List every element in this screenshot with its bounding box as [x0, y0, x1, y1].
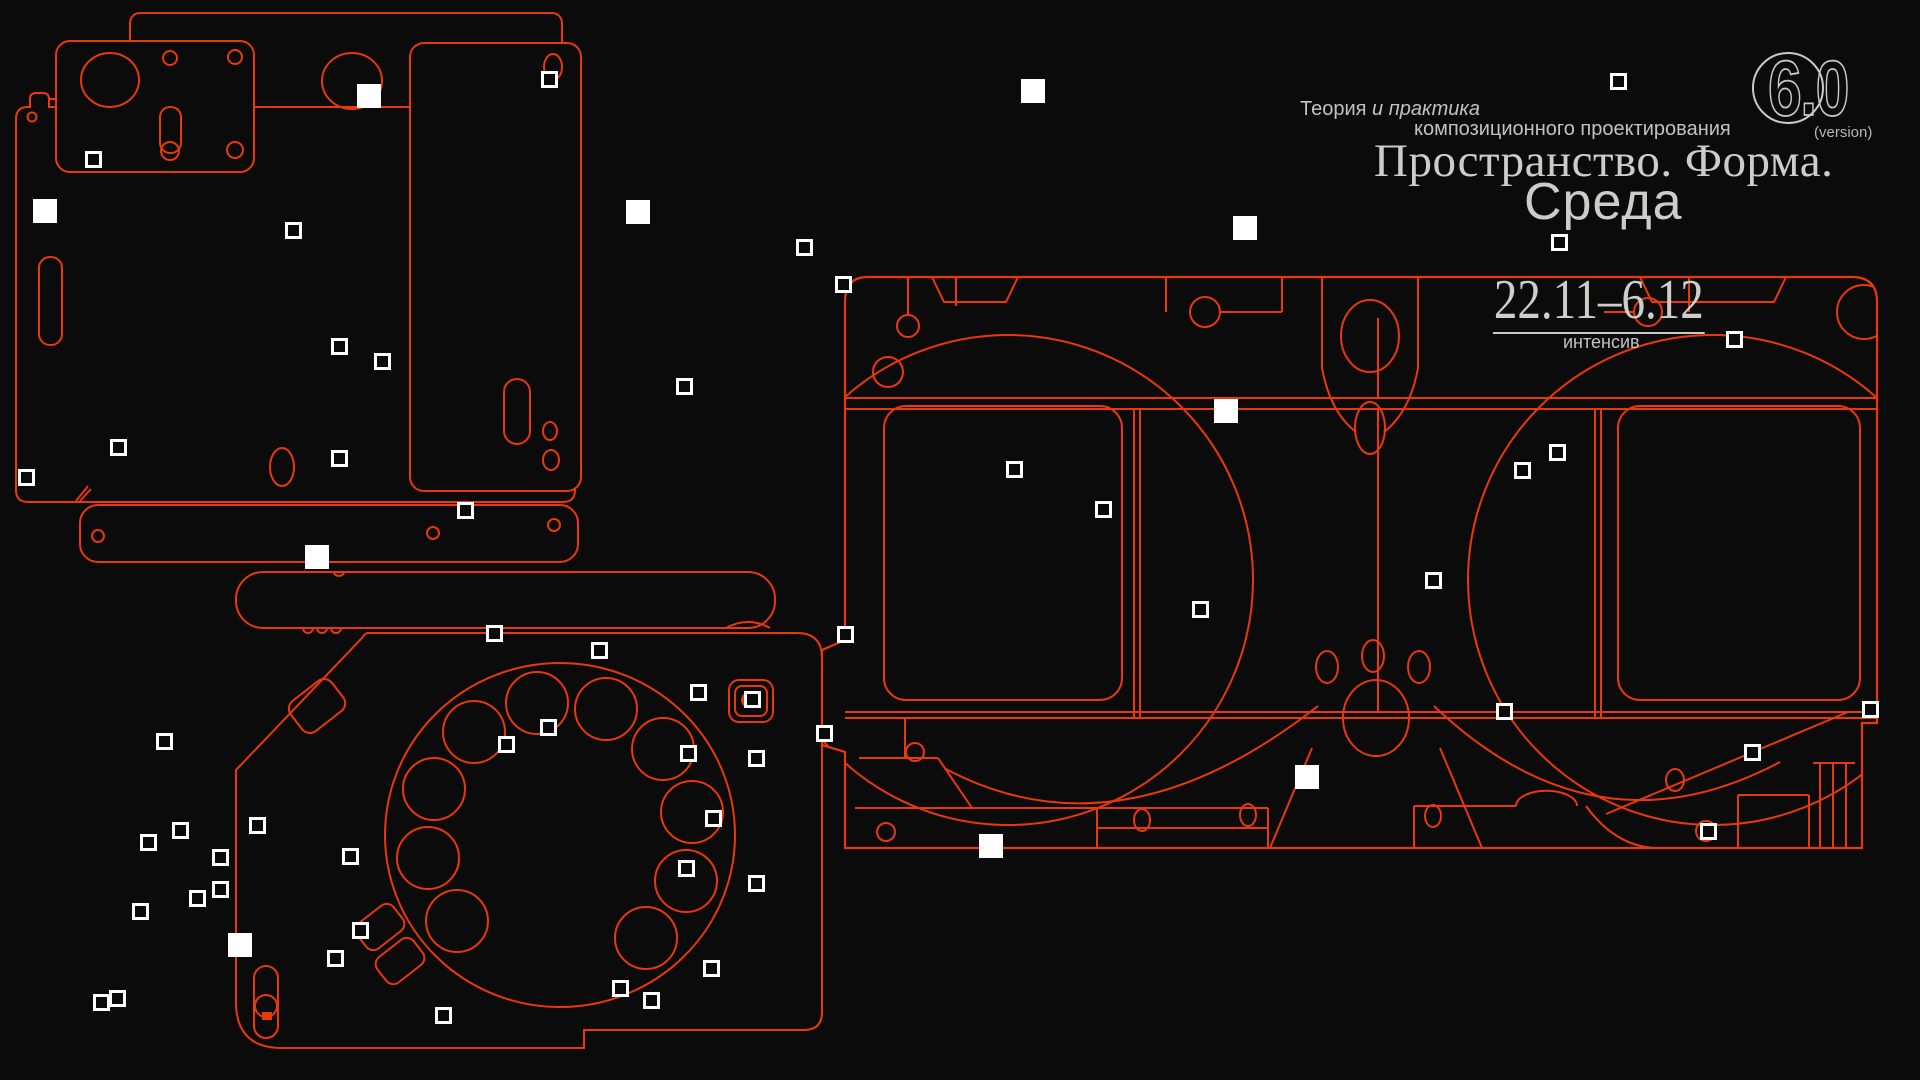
outline-square — [612, 980, 629, 997]
outline-square — [690, 684, 707, 701]
outline-square — [331, 450, 348, 467]
outline-square — [1700, 823, 1717, 840]
outline-square — [1744, 744, 1761, 761]
lower-pad-icon — [354, 902, 406, 952]
outline-square — [109, 990, 126, 1007]
outline-square — [835, 276, 852, 293]
outline-square — [85, 151, 102, 168]
outline-square — [676, 378, 693, 395]
outline-square — [327, 950, 344, 967]
outline-square — [457, 502, 474, 519]
outline-square — [435, 1007, 452, 1024]
poster-title-line1: Пространство. Форма. — [1374, 135, 1834, 187]
white-square — [228, 933, 252, 957]
white-square — [979, 834, 1003, 858]
outline-square — [374, 353, 391, 370]
white-square — [1214, 399, 1238, 423]
outline-square — [331, 338, 348, 355]
outline-square — [249, 817, 266, 834]
outline-square — [1006, 461, 1023, 478]
outline-square — [352, 922, 369, 939]
outline-square — [680, 745, 697, 762]
badge-number: 6.0 — [1768, 45, 1848, 132]
slim-strip-outline-icon — [235, 571, 776, 634]
dial-disc-icon — [384, 662, 736, 1008]
badge-circle-icon — [1752, 52, 1824, 124]
tagline-regular: Теория — [1300, 98, 1373, 120]
white-square — [357, 84, 381, 108]
outline-square — [541, 71, 558, 88]
outline-square — [748, 750, 765, 767]
cassette-internals-icon — [822, 277, 1877, 848]
white-square — [626, 200, 650, 224]
outline-square — [110, 439, 127, 456]
outline-square — [498, 736, 515, 753]
cassette-shell-drawing — [820, 275, 1879, 850]
outline-square — [285, 222, 302, 239]
outline-square — [1095, 501, 1112, 518]
outline-square — [1192, 601, 1209, 618]
outline-square — [705, 810, 722, 827]
tagline-line1: Теория и практика — [1300, 99, 1480, 119]
outline-square — [156, 733, 173, 750]
outline-square — [1514, 462, 1531, 479]
tagline-line2: композиционного проектирования — [1414, 118, 1731, 140]
outline-square — [1549, 444, 1566, 461]
outline-square — [744, 691, 761, 708]
outline-square — [1425, 572, 1442, 589]
tagline-italic: и практика — [1372, 98, 1480, 120]
rotary-dial-plate-drawing — [235, 632, 823, 1049]
outline-square — [132, 903, 149, 920]
outline-square — [1496, 703, 1513, 720]
loose-hole-icon — [321, 52, 383, 110]
tall-plate-outline-icon — [409, 42, 582, 492]
outline-square — [796, 239, 813, 256]
outline-square — [93, 994, 110, 1011]
outline-square — [816, 725, 833, 742]
outline-square — [703, 960, 720, 977]
white-square — [1233, 216, 1257, 240]
dates-range: 22.11–6.12 — [1493, 272, 1705, 334]
outline-square — [1610, 73, 1627, 90]
small-plate-outline-icon — [55, 40, 255, 173]
outline-square — [678, 860, 695, 877]
version-badge: 6.0 — [1752, 44, 1850, 133]
outline-square — [212, 881, 229, 898]
poster-title-line2: Среда — [1524, 173, 1683, 231]
bracket-strip-outline-icon — [79, 504, 579, 563]
dates-caption: интенсив — [1563, 332, 1640, 352]
outline-square — [1862, 701, 1879, 718]
outline-square — [643, 992, 660, 1009]
corner-pad-icon — [287, 678, 347, 734]
outline-square — [212, 849, 229, 866]
outline-square — [1726, 331, 1743, 348]
outline-square — [1551, 234, 1568, 251]
outline-square — [591, 642, 608, 659]
version-caption: (version) — [1814, 124, 1873, 141]
outline-square — [486, 625, 503, 642]
white-square — [1295, 765, 1319, 789]
outline-square — [140, 834, 157, 851]
phone-parts-drawing — [15, 12, 823, 1049]
dial-finger-holes-icon — [396, 671, 724, 970]
outline-square — [172, 822, 189, 839]
lower-pad-icon — [374, 936, 426, 986]
outline-square — [748, 875, 765, 892]
outline-square — [18, 469, 35, 486]
outline-square — [837, 626, 854, 643]
outline-square — [342, 848, 359, 865]
red-square — [262, 1012, 272, 1020]
white-square — [305, 545, 329, 569]
outline-square — [189, 890, 206, 907]
white-square — [1021, 79, 1045, 103]
white-square — [33, 199, 57, 223]
outline-square — [540, 719, 557, 736]
